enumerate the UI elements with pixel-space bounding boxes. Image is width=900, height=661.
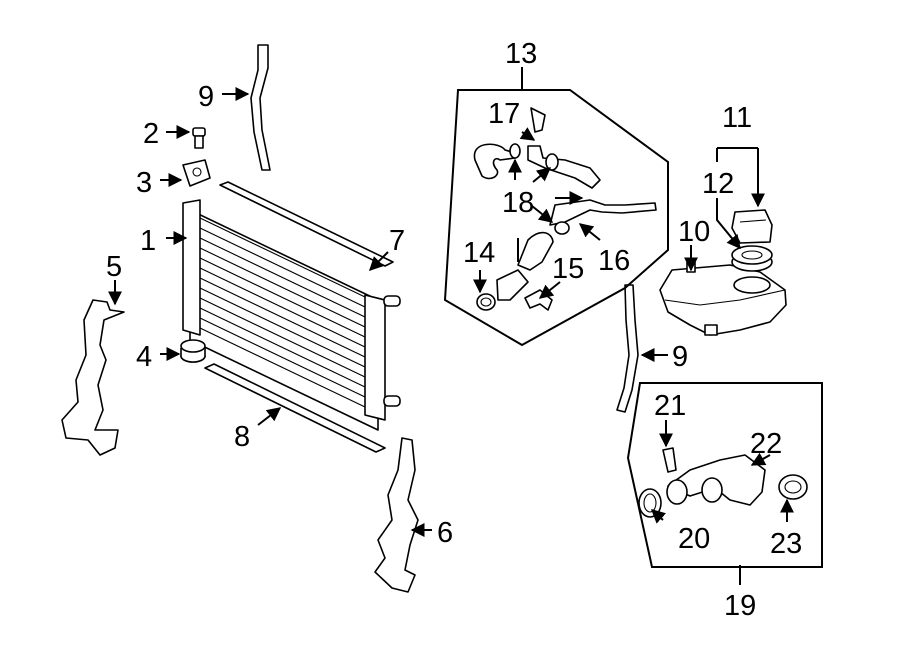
callout-15: 15	[552, 253, 584, 285]
callout-13: 13	[505, 38, 537, 70]
callout-20: 20	[678, 523, 710, 555]
callout-18: 18	[502, 187, 534, 219]
callout-9-upper: 9	[198, 81, 214, 113]
callout-10: 10	[678, 216, 710, 248]
upper-mount-bushing[interactable]	[182, 159, 211, 187]
radiator[interactable]	[182, 199, 401, 431]
callout-23: 23	[770, 528, 802, 560]
callout-8: 8	[234, 421, 250, 453]
hose-kit-parts[interactable]	[473, 107, 657, 311]
callout-labels: 1 2 3 4 5 6 7 8 9 9 10 11 12 13 14 15 16…	[106, 38, 802, 622]
callout-14: 14	[463, 237, 495, 269]
callout-22: 22	[750, 428, 782, 460]
callout-7: 7	[389, 225, 405, 257]
left-air-deflector[interactable]	[61, 299, 125, 456]
pipe-kit-outline	[626, 382, 823, 568]
coolant-reservoir[interactable]	[659, 261, 787, 336]
callout-1: 1	[140, 225, 156, 257]
drain-plug[interactable]	[192, 127, 206, 149]
callout-21: 21	[654, 390, 686, 422]
right-air-deflector[interactable]	[374, 437, 419, 593]
leader-lines	[108, 67, 794, 585]
upper-hose[interactable]	[250, 44, 271, 171]
callout-6: 6	[437, 517, 453, 549]
upper-seal[interactable]	[219, 181, 394, 267]
callout-11: 11	[722, 102, 752, 134]
cap-seal[interactable]	[731, 245, 773, 272]
lower-mount-bushing[interactable]	[180, 339, 206, 363]
lower-seal[interactable]	[204, 363, 386, 453]
hose-kit-outline	[443, 89, 669, 347]
lower-hose[interactable]	[616, 284, 639, 413]
callout-3: 3	[136, 167, 152, 199]
pipe-kit-parts[interactable]	[638, 447, 808, 518]
reservoir-cap[interactable]	[731, 209, 773, 244]
callout-2: 2	[143, 118, 159, 150]
callout-12: 12	[702, 168, 734, 200]
callout-19: 19	[724, 590, 756, 622]
callout-9-lower: 9	[672, 341, 688, 373]
callout-5: 5	[106, 251, 122, 283]
callout-16: 16	[598, 245, 630, 277]
callout-4: 4	[136, 341, 152, 373]
callout-17: 17	[488, 98, 520, 130]
